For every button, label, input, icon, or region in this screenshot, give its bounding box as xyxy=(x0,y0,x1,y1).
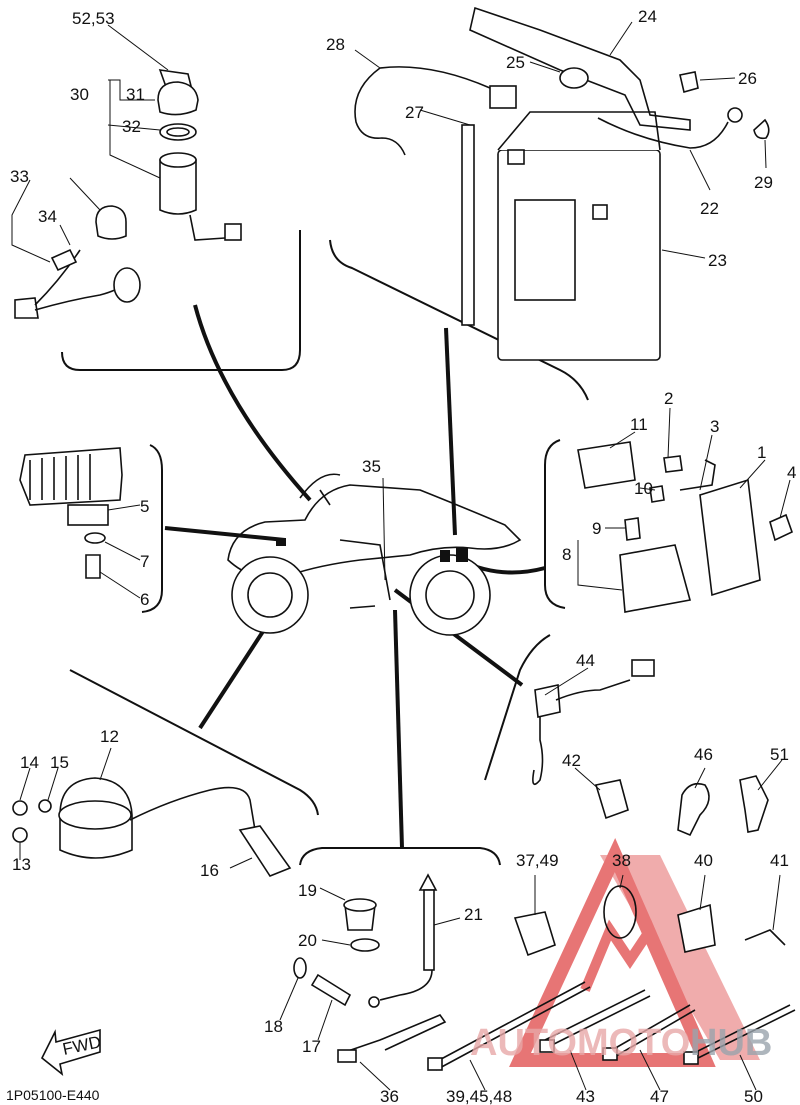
battery-assembly xyxy=(354,6,770,361)
callout-52-53: 52,53 xyxy=(72,9,115,28)
callout-40: 40 xyxy=(694,851,713,870)
callout-12: 12 xyxy=(100,727,119,746)
callout-46: 46 xyxy=(694,745,713,764)
callout-27: 27 xyxy=(405,103,424,122)
callout-21: 21 xyxy=(464,905,483,924)
callout-13: 13 xyxy=(12,855,31,874)
callout-30: 30 xyxy=(70,85,89,104)
callout-22: 22 xyxy=(700,199,719,218)
watermark-suffix: HUB xyxy=(690,1022,772,1064)
callout-1: 1 xyxy=(757,443,766,462)
sensor-parts xyxy=(293,873,447,1063)
brake-switch xyxy=(532,659,655,786)
callout-20: 20 xyxy=(298,931,317,950)
callout-10: 10 xyxy=(634,479,653,498)
callout-labels: 52,53 30 31 32 33 34 28 27 25 24 26 29 2… xyxy=(10,7,796,1105)
rectifier-regulator xyxy=(19,447,123,579)
callout-17: 17 xyxy=(302,1037,321,1056)
callout-38: 38 xyxy=(612,851,631,870)
callout-42: 42 xyxy=(562,751,581,770)
pointer-lines xyxy=(164,304,546,849)
watermark-text: AUTOMOTO HUB xyxy=(470,1022,772,1064)
callout-39-45-48: 39,45,48 xyxy=(446,1087,512,1105)
watermark-prefix: AUTOMOTO xyxy=(470,1022,690,1064)
callout-32: 32 xyxy=(122,117,141,136)
callout-5: 5 xyxy=(140,497,149,516)
callout-9: 9 xyxy=(592,519,601,538)
relay-cluster xyxy=(577,441,793,613)
callout-8: 8 xyxy=(562,545,571,564)
callout-11: 11 xyxy=(630,415,648,434)
leader-lines xyxy=(11,21,791,1091)
callout-14: 14 xyxy=(20,753,39,772)
callout-4: 4 xyxy=(787,463,796,482)
callout-2: 2 xyxy=(664,389,673,408)
callout-3: 3 xyxy=(710,417,719,436)
callout-31: 31 xyxy=(126,85,145,104)
callout-24: 24 xyxy=(638,7,657,26)
callout-28: 28 xyxy=(326,35,345,54)
callout-16: 16 xyxy=(200,861,219,880)
callout-47: 47 xyxy=(650,1087,669,1105)
fwd-arrow-icon: FWD xyxy=(40,1028,103,1076)
callout-50: 50 xyxy=(744,1087,763,1105)
callout-35: 35 xyxy=(362,457,381,476)
callout-23: 23 xyxy=(708,251,727,270)
diagram-code: 1P05100-E440 xyxy=(6,1087,100,1103)
callout-37-49: 37,49 xyxy=(516,851,559,870)
main-switch-assembly xyxy=(14,69,242,319)
callout-25: 25 xyxy=(506,53,525,72)
callout-34: 34 xyxy=(38,207,57,226)
callout-18: 18 xyxy=(264,1017,283,1036)
callout-43: 43 xyxy=(576,1087,595,1105)
callout-51: 51 xyxy=(770,745,789,764)
fwd-label: FWD xyxy=(61,1032,103,1059)
callout-19: 19 xyxy=(298,881,317,900)
callout-7: 7 xyxy=(140,552,149,571)
atv-outline xyxy=(227,473,522,636)
callout-29: 29 xyxy=(754,173,773,192)
callout-6: 6 xyxy=(140,590,149,609)
callout-15: 15 xyxy=(50,753,69,772)
callout-26: 26 xyxy=(738,69,757,88)
callout-41: 41 xyxy=(770,851,789,870)
callout-33: 33 xyxy=(10,167,29,186)
clips-and-ties xyxy=(427,775,796,1071)
callout-36: 36 xyxy=(380,1087,399,1105)
ignition-coil xyxy=(12,777,292,877)
callout-44: 44 xyxy=(576,651,595,670)
